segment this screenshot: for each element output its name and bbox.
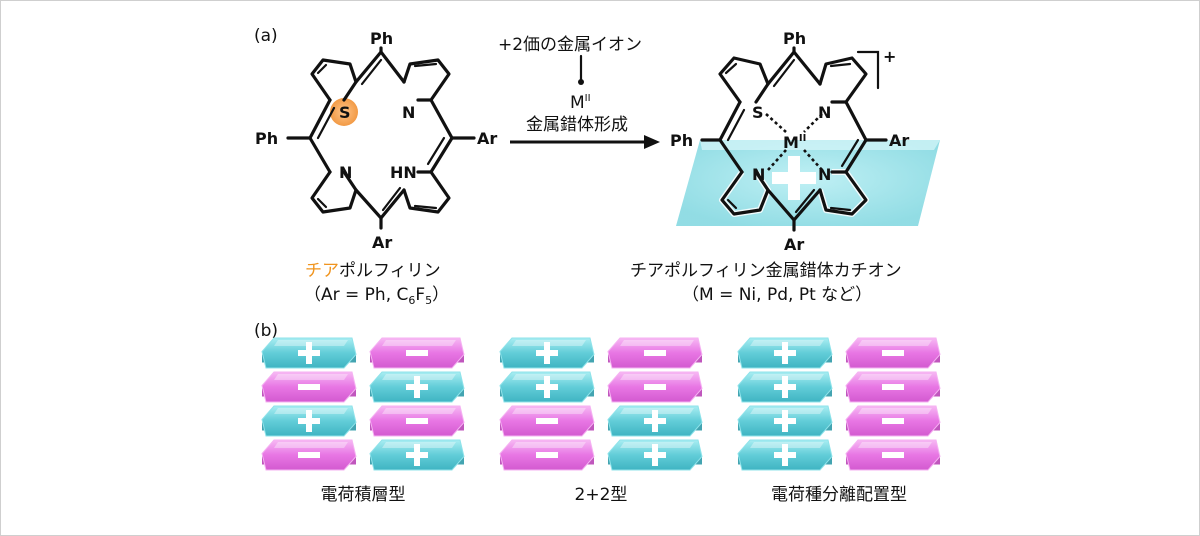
anion-plate: [845, 405, 941, 437]
minus-icon: [406, 350, 428, 356]
product-atom-n-right: N: [818, 165, 831, 184]
minus-icon: [882, 418, 904, 424]
reaction-arrow-group: +2価の金属イオン MII 金属錯体形成: [498, 35, 660, 149]
product-atom-ar-right: Ar: [889, 131, 909, 150]
anion-plate: [499, 405, 595, 437]
anion-plate: [369, 337, 465, 369]
plus-icon: [774, 342, 796, 364]
reagent-line: +2価の金属イオン: [498, 35, 642, 55]
plus-icon: [774, 444, 796, 466]
reactant-caption: チアポルフィリン: [305, 261, 441, 281]
cation-plate: [369, 439, 465, 471]
reagent-dot: [578, 79, 584, 85]
plus-icon: [774, 376, 796, 398]
reactant-atom-n-top: N: [402, 103, 415, 122]
product-atom-ph-top: Ph: [783, 29, 806, 48]
minus-icon: [882, 384, 904, 390]
arrowhead: [644, 135, 660, 149]
product-atom-s: S: [752, 103, 764, 122]
minus-icon: [882, 452, 904, 458]
product-caption: チアポルフィリン金属錯体カチオン: [630, 261, 902, 281]
product-atom-ar-bottom: Ar: [784, 235, 804, 254]
minus-icon: [406, 418, 428, 424]
thiaporphyrin-structure: Ph Ph Ar Ar S N N HN: [255, 29, 497, 252]
reactant-atom-ph-top: Ph: [370, 29, 393, 48]
anion-plate: [607, 337, 703, 369]
product-atom-ph-left: Ph: [670, 131, 693, 150]
plus-icon: [644, 410, 666, 432]
anion-plate: [845, 371, 941, 403]
stack-group-2: 2+2型: [499, 337, 703, 505]
reactant-atom-ar-right: Ar: [477, 129, 497, 148]
stack-group-caption: 電荷種分離配置型: [771, 485, 907, 505]
anion-plate: [499, 439, 595, 471]
minus-icon: [882, 350, 904, 356]
plus-icon: [298, 342, 320, 364]
cation-plate: [499, 337, 595, 369]
minus-icon: [536, 452, 558, 458]
reactant-atom-ph-left: Ph: [255, 129, 278, 148]
stack-group-caption: 2+2型: [575, 485, 628, 505]
metal-complex-structure: + Ph Ph Ar Ar S N N N MII: [670, 29, 940, 254]
cation-plate: [607, 439, 703, 471]
minus-icon: [298, 452, 320, 458]
plus-icon: [406, 376, 428, 398]
product-atom-n-left: N: [752, 165, 765, 184]
product-subcaption: （M = Ni, Pd, Pt など）: [682, 285, 872, 305]
plus-icon: [406, 444, 428, 466]
anion-plate: [261, 439, 357, 471]
cation-plate: [369, 371, 465, 403]
minus-icon: [644, 350, 666, 356]
product-atom-n-top: N: [818, 103, 831, 122]
reactant-atom-s: S: [339, 103, 351, 122]
cation-plate: [737, 439, 833, 471]
plus-icon: [536, 342, 558, 364]
anion-plate: [369, 405, 465, 437]
stack-group-caption: 電荷積層型: [321, 485, 406, 505]
metal-ion-label: MII: [570, 93, 591, 113]
anion-plate: [845, 337, 941, 369]
anion-plate: [261, 371, 357, 403]
cation-plate: [499, 371, 595, 403]
reactant-caption-rest: ポルフィリン: [339, 261, 441, 281]
plus-icon: [644, 444, 666, 466]
product-charge: +: [883, 47, 896, 66]
cation-plate: [261, 405, 357, 437]
sulfur-highlight: [330, 98, 358, 126]
plate-plus-icon: [772, 156, 816, 200]
plus-icon: [774, 410, 796, 432]
cation-plate: [737, 405, 833, 437]
plus-icon: [536, 376, 558, 398]
anion-plate: [607, 371, 703, 403]
reactant-atom-n-bottom: N: [339, 163, 352, 182]
anion-plate: [845, 439, 941, 471]
panel-b-label: (b): [254, 321, 278, 341]
stack-group-3: 電荷種分離配置型: [737, 337, 941, 505]
process-label: 金属錯体形成: [526, 115, 628, 135]
minus-icon: [536, 418, 558, 424]
reactant-atom-ar-bottom: Ar: [372, 233, 392, 252]
stacking-diagrams: 電荷積層型 2+2型 電荷種分離配置型: [261, 337, 941, 505]
plus-icon: [298, 410, 320, 432]
reactant-atom-hn: HN: [390, 163, 417, 182]
minus-icon: [298, 384, 320, 390]
minus-icon: [644, 384, 666, 390]
stack-group-1: 電荷積層型: [261, 337, 465, 505]
cation-plate: [607, 405, 703, 437]
cation-plate: [737, 337, 833, 369]
reactant-caption-highlight: チア: [305, 261, 339, 281]
reactant-subcaption: （Ar = Ph, C6F5）: [304, 285, 449, 307]
product-metal-center: MII: [783, 133, 806, 152]
cation-plate: [261, 337, 357, 369]
panel-a-label: (a): [254, 26, 278, 46]
cation-plate: [737, 371, 833, 403]
